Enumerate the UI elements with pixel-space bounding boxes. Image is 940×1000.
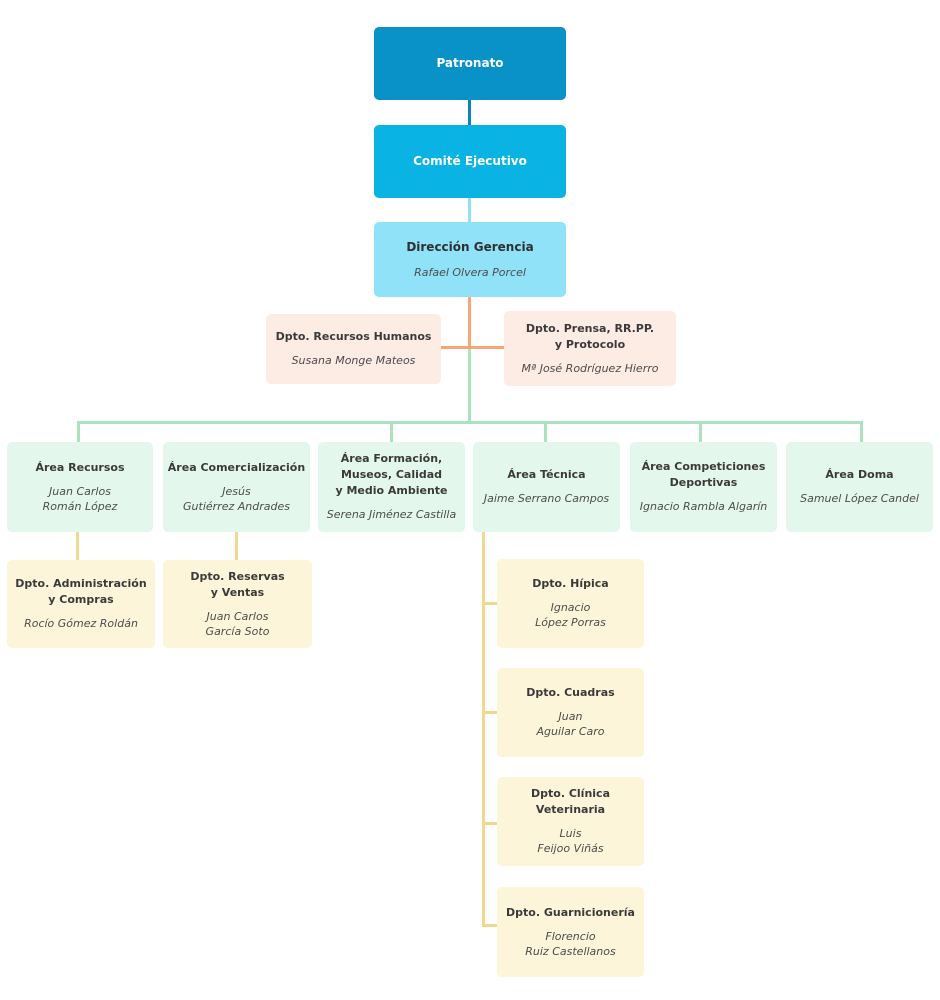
node-person: Mª José Rodríguez Hierro	[521, 361, 659, 375]
node-title: Área Comercialización	[167, 460, 306, 474]
node-title: Dpto. Administración y Compras	[15, 577, 147, 607]
connector-areas-horizontal	[77, 421, 863, 424]
org-node-area-recursos: Área Recursos Juan Carlos Román López	[7, 442, 153, 532]
node-title: Comité Ejecutivo	[413, 153, 527, 168]
node-person: Rocío Gómez Roldán	[24, 617, 138, 631]
org-node-dpto-administracion: Dpto. Administración y Compras Rocío Góm…	[7, 560, 155, 648]
org-node-dpto-hipica: Dpto. Hípica Ignacio López Porras	[497, 559, 644, 648]
node-person: Jesús Gutiérrez Andrades	[183, 484, 290, 513]
node-title: Dirección Gerencia	[406, 240, 534, 255]
connector-stub-area-recursos	[77, 421, 80, 443]
connector-stub-area-tecnica	[544, 421, 547, 443]
org-node-area-tecnica: Área Técnica Jaime Serrano Campos	[473, 442, 620, 532]
connector-tecnica-departamentos-vertical	[482, 532, 485, 927]
org-node-patronato: Patronato	[374, 27, 566, 100]
connector-stub-guarnicioneria	[482, 924, 497, 927]
org-node-area-comercializacion: Área Comercialización Jesús Gutiérrez An…	[163, 442, 310, 532]
org-node-dpto-reservas: Dpto. Reservas y Ventas Juan Carlos Garc…	[163, 560, 312, 648]
org-node-dpto-guarnicioneria: Dpto. Guarnicionería Florencio Ruiz Cast…	[497, 887, 644, 977]
org-node-direccion-gerencia: Dirección Gerencia Rafael Olvera Porcel	[374, 222, 566, 297]
connector-direccion-staff-vertical	[468, 296, 471, 349]
org-node-dpto-prensa-protocolo: Dpto. Prensa, RR.PP. y Protocolo Mª José…	[504, 311, 676, 386]
connector-stub-area-formacion	[390, 421, 393, 443]
connector-recursos-administracion	[76, 532, 79, 561]
connector-stub-area-competiciones	[699, 421, 702, 443]
connector-comercializacion-reservas	[235, 532, 238, 561]
node-person: Ignacio López Porras	[535, 601, 606, 630]
connector-stub-area-doma	[860, 421, 863, 443]
node-title: Dpto. Hípica	[532, 577, 609, 591]
org-node-comite-ejecutivo: Comité Ejecutivo	[374, 125, 566, 198]
node-title: Área Competiciones Deportivas	[641, 460, 766, 490]
connector-staff-horizontal	[440, 346, 505, 349]
node-title: Área Formación, Museos, Calidad y Medio …	[335, 452, 448, 498]
node-title: Dpto. Clínica Veterinaria	[531, 787, 610, 817]
node-person: Susana Monge Mateos	[291, 354, 416, 368]
node-title: Dpto. Guarnicionería	[506, 905, 635, 919]
org-node-dpto-clinica-veterinaria: Dpto. Clínica Veterinaria Luis Feijoo Vi…	[497, 777, 644, 866]
node-title: Dpto. Reservas y Ventas	[190, 569, 285, 599]
org-node-dpto-recursos-humanos: Dpto. Recursos Humanos Susana Monge Mate…	[266, 314, 441, 384]
node-person: Rafael Olvera Porcel	[414, 265, 526, 279]
node-title: Dpto. Recursos Humanos	[275, 330, 432, 344]
org-node-area-competiciones: Área Competiciones Deportivas Ignacio Ra…	[630, 442, 777, 532]
connector-direccion-areas-vertical	[468, 349, 471, 424]
org-node-dpto-cuadras: Dpto. Cuadras Juan Aguilar Caro	[497, 668, 644, 757]
node-person: Luis Feijoo Viñás	[537, 827, 604, 856]
node-title: Dpto. Prensa, RR.PP. y Protocolo	[525, 321, 655, 351]
node-person: Florencio Ruiz Castellanos	[525, 929, 616, 958]
node-person: Jaime Serrano Campos	[483, 492, 610, 506]
node-person: Juan Carlos García Soto	[205, 609, 270, 638]
node-title: Área Recursos	[35, 460, 125, 474]
node-person: Ignacio Rambla Algarín	[639, 500, 768, 514]
node-person: Samuel López Candel	[800, 492, 919, 506]
connector-patronato-comite	[468, 100, 471, 126]
node-title: Área Técnica	[507, 468, 586, 482]
org-node-area-doma: Área Doma Samuel López Candel	[786, 442, 933, 532]
node-person: Serena Jiménez Castilla	[326, 508, 457, 522]
connector-stub-clinica	[482, 822, 497, 825]
connector-comite-direccion	[468, 197, 471, 223]
connector-stub-hipica	[482, 602, 497, 605]
connector-stub-cuadras	[482, 711, 497, 714]
node-person: Juan Aguilar Caro	[536, 710, 605, 739]
node-title: Patronato	[436, 55, 504, 70]
node-person: Juan Carlos Román López	[42, 484, 118, 513]
org-node-area-formacion: Área Formación, Museos, Calidad y Medio …	[318, 442, 465, 532]
node-title: Dpto. Cuadras	[526, 686, 615, 700]
node-title: Área Doma	[825, 468, 894, 482]
